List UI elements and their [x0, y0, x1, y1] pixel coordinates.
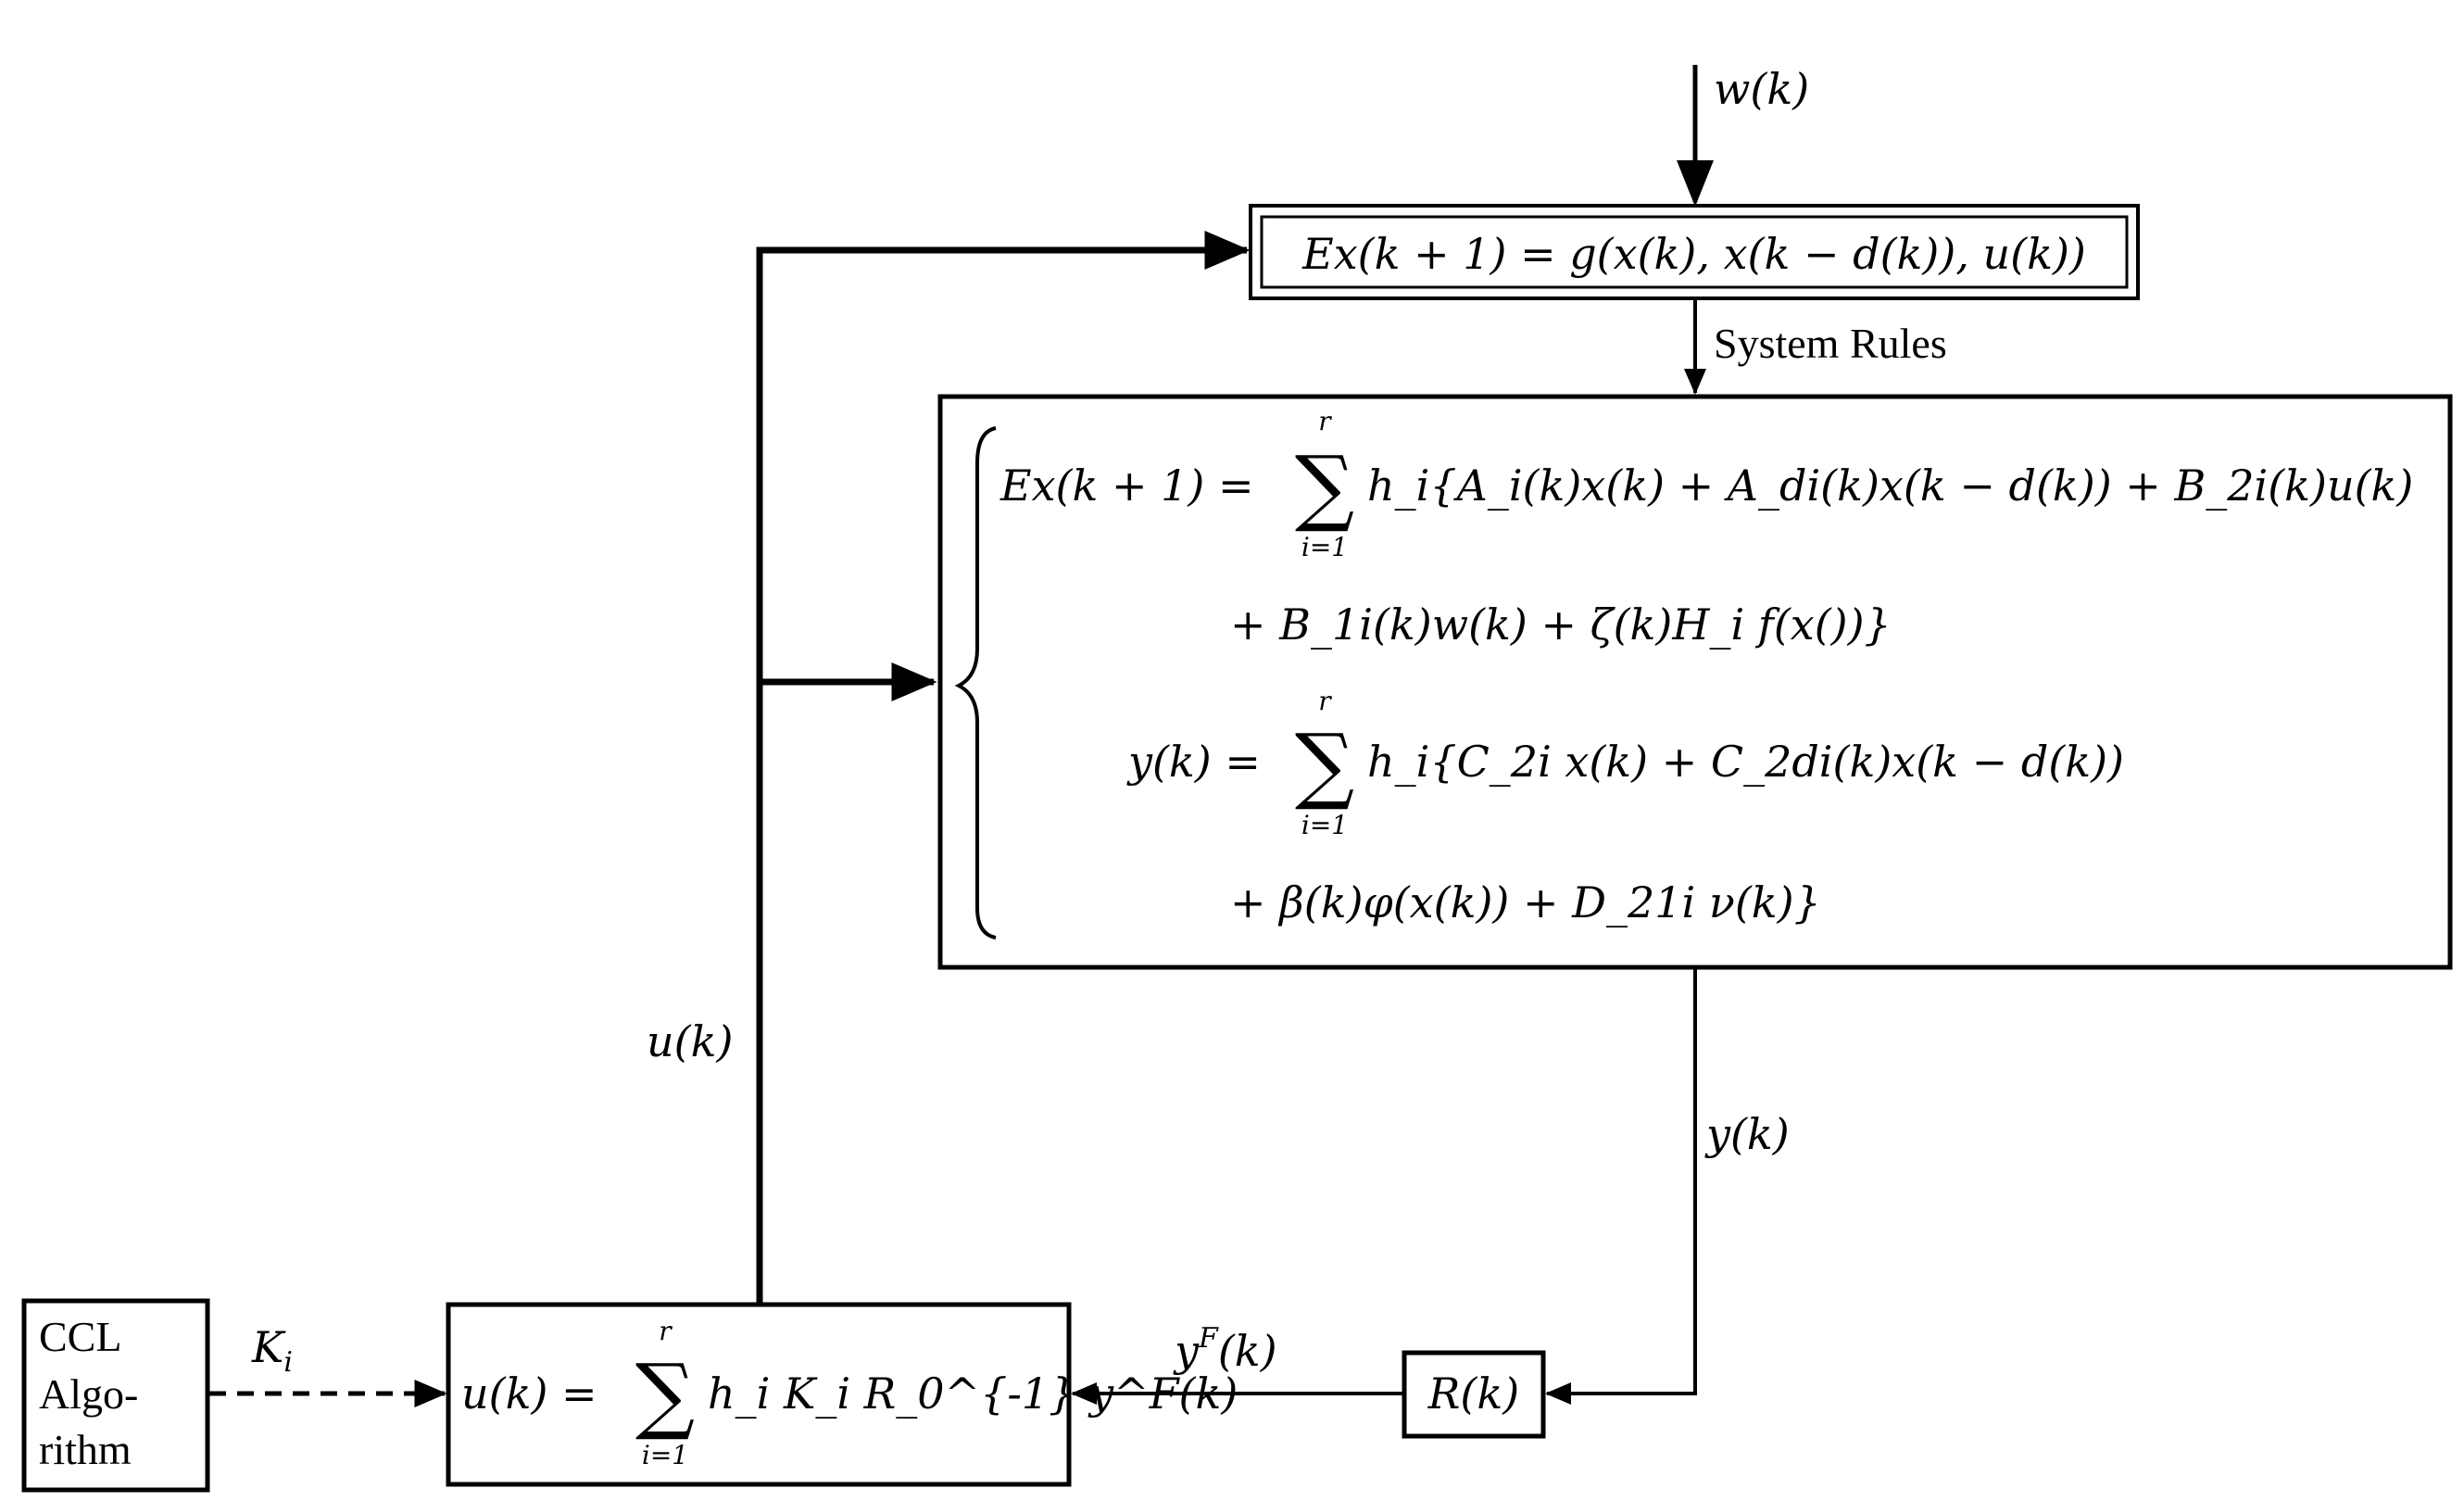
filter-block: R(k)	[1402, 1350, 1546, 1439]
controller-lhs: u(k) =	[461, 1369, 597, 1419]
controller-block: u(k) = r ∑ i=1 h_i K_i R_0^{-1} y^F(k)	[446, 1302, 1238, 1487]
eq3-sum-bottom: i=1	[1301, 810, 1348, 840]
ccl-line2: Algo-	[39, 1370, 138, 1418]
left-brace	[954, 426, 997, 940]
yF-label: yF(k)	[1173, 1322, 1277, 1376]
control-signal-line	[756, 231, 1251, 1305]
ccl-line3: rithm	[39, 1426, 132, 1473]
eq2: + B_1i(k)w(k) + ζ(k)H_i f(x())}	[1230, 599, 1892, 650]
gain-label: Ki	[251, 1322, 293, 1379]
w-label: w(k)	[1714, 64, 1809, 114]
eq1-sum-bottom: i=1	[1301, 532, 1348, 562]
eq3-sigma: ∑	[1295, 716, 1354, 814]
eq1-sum-top: r	[1318, 406, 1332, 436]
controller-sum-bottom: i=1	[642, 1440, 688, 1470]
ccl-line1: CCL	[39, 1313, 121, 1360]
controller-rhs: h_i K_i R_0^{-1} y^F(k)	[708, 1369, 1238, 1419]
eq3-rhs: h_i{C_2i x(k) + C_2di(k)x(k − d(k))	[1367, 737, 2124, 787]
output-line	[1545, 967, 1697, 1405]
controller-sigma: ∑	[635, 1346, 695, 1444]
eq1-lhs: Ex(k + 1) =	[999, 460, 1254, 511]
controller-sum-top: r	[659, 1316, 673, 1346]
fuzzy-model-block: Ex(k + 1) = r ∑ i=1 h_i{A_i(k)x(k) + A_d…	[937, 394, 2453, 970]
filter-label: R(k)	[1427, 1369, 1519, 1419]
ccl-algorithm-block: CCL Algo- rithm	[21, 1298, 210, 1493]
eq3-lhs: y(k) =	[1126, 737, 1261, 787]
system-rules-label: System Rules	[1714, 320, 1947, 367]
eq4: + β(k)φ(x(k)) + D_21i ν(k)}	[1230, 877, 1821, 927]
y-label: y(k)	[1704, 1109, 1790, 1159]
nonlinear-system-block: Ex(k + 1) = g(x(k), x(k − d(k)), u(k))	[1249, 204, 2140, 300]
eq1-rhs: h_i{A_i(k)x(k) + A_di(k)x(k − d(k)) + B_…	[1367, 460, 2413, 511]
u-label: u(k)	[647, 1016, 733, 1066]
nonlinear-system-equation: Ex(k + 1) = g(x(k), x(k − d(k)), u(k))	[1301, 229, 2086, 279]
eq1-sigma: ∑	[1295, 438, 1354, 536]
eq3-sum-top: r	[1318, 686, 1332, 716]
